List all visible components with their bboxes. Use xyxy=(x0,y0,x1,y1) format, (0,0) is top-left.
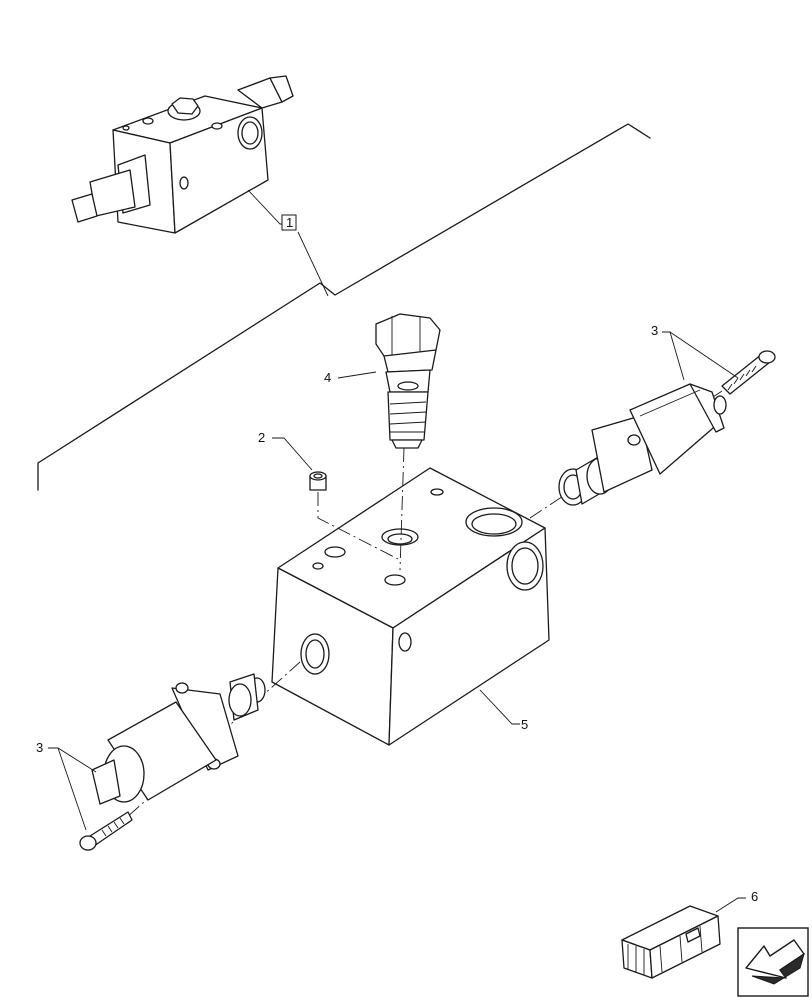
centerline-left-solenoid xyxy=(95,661,301,846)
left-screw xyxy=(79,811,133,851)
callout-6-label: 6 xyxy=(751,889,758,904)
kit-box-icon xyxy=(621,905,721,979)
callout-5-label: 5 xyxy=(521,717,528,732)
relief-valve-cartridge xyxy=(375,313,441,449)
manifold-block xyxy=(271,467,550,746)
callout-2-label: 2 xyxy=(258,430,265,445)
valve-assembly-overview xyxy=(71,75,294,234)
callout-4-label: 4 xyxy=(324,370,331,385)
callout-3-right-label: 3 xyxy=(651,323,658,338)
callout-1: 1 xyxy=(247,189,329,297)
left-solenoid-valve xyxy=(91,673,266,805)
centerline-plug xyxy=(317,492,401,561)
section-divider-line xyxy=(37,123,651,491)
navigation-arrow-icon[interactable] xyxy=(737,927,809,997)
plug-part xyxy=(309,471,327,491)
centerline-cartridge xyxy=(399,447,405,571)
right-solenoid-valve xyxy=(558,383,727,506)
callout-3-left-label: 3 xyxy=(36,740,43,755)
right-screw xyxy=(721,350,776,395)
callout-1-label: 1 xyxy=(286,215,293,230)
